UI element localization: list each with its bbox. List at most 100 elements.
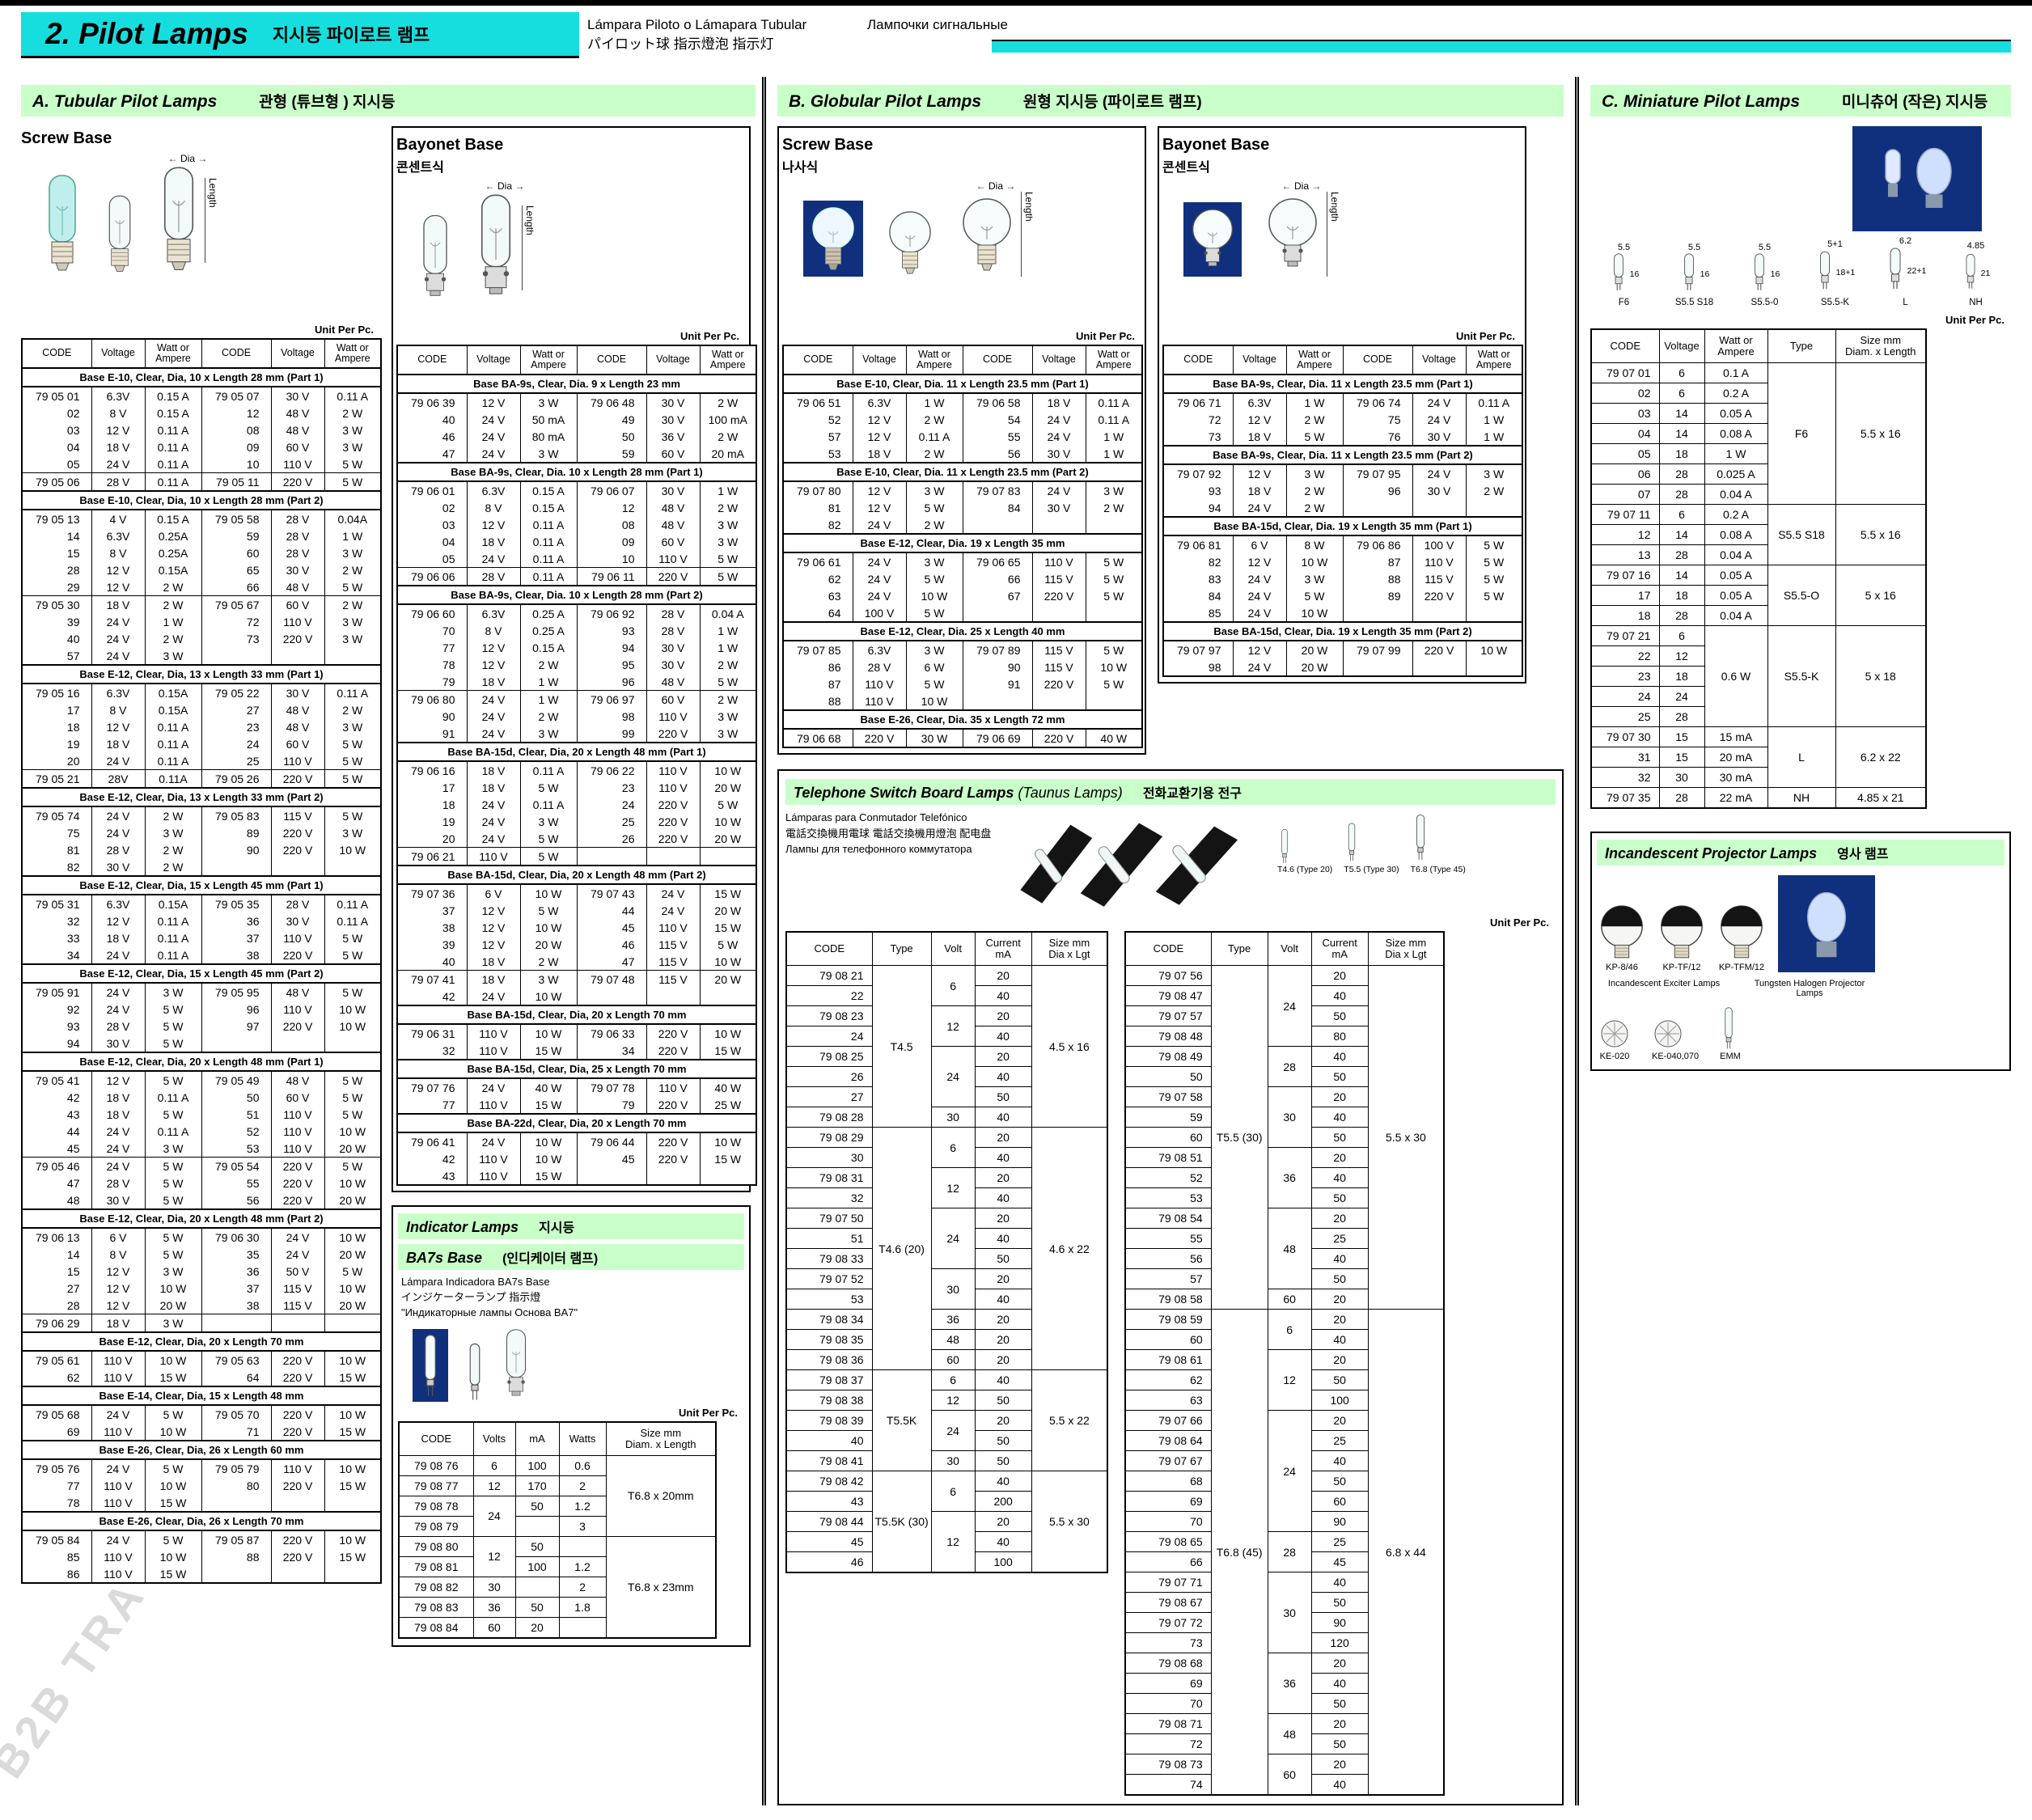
voltage-cell: 18 V <box>1031 392 1086 411</box>
table-row: Base BA-9s, Clear, Dia. 10 x Length 28 m… <box>397 462 756 482</box>
code-cell: 88 <box>828 694 841 708</box>
bayonet-base-label: Bayonet Base 콘센트식 <box>1162 136 1522 176</box>
current-cell: 20 <box>1310 1147 1369 1168</box>
voltage-cell: 14 <box>1658 565 1705 586</box>
watt-cell: 3 W <box>519 445 577 463</box>
length-label: Length <box>522 205 536 290</box>
dia-annotation: ← Dia → <box>485 180 525 192</box>
voltage-cell: 24 V <box>270 1246 324 1263</box>
watt-cell: 10 W <box>905 587 963 604</box>
current-cell: 40 <box>1310 1572 1369 1593</box>
t6-8-lamp-icon <box>1416 814 1425 861</box>
watt-cell: 0.15A <box>144 561 201 578</box>
code-cell: 79 05 49 <box>201 1070 271 1089</box>
voltage-cell: 24 V <box>466 445 520 463</box>
cell <box>558 1535 607 1557</box>
watt-cell: 1 W <box>699 622 756 639</box>
watt-cell: 20 W <box>699 779 756 796</box>
code-cell: 88 <box>201 1548 271 1565</box>
cell: 79 08 81 <box>398 1555 474 1577</box>
watt-cell: 5 W <box>699 550 756 568</box>
code-cell: 32 <box>1590 767 1660 788</box>
watt-cell: 2 W <box>519 953 577 971</box>
watt-cell: 1 W <box>519 673 577 691</box>
code-cell: 79 07 80 <box>783 480 853 499</box>
group-title: Base E-12, Clear, Dia, 13 x Length 33 mm… <box>22 787 381 807</box>
voltage-cell: 18 <box>1658 666 1705 687</box>
watt-cell: 3 W <box>699 725 756 743</box>
watt-cell <box>1465 499 1522 517</box>
current-cell: 20 <box>1310 1713 1369 1734</box>
watt-cell: 10 W <box>144 1280 201 1297</box>
volt-cell: 12 <box>930 1167 976 1208</box>
indicator-lamp-icon <box>425 1334 436 1396</box>
voltage-cell: 110 V <box>466 1023 520 1042</box>
code-cell: 82 <box>66 860 80 874</box>
code-cell: 79 07 56 <box>1124 965 1212 986</box>
code-cell: 91 <box>442 726 455 740</box>
watt-cell <box>1465 658 1522 676</box>
code-cell: 79 07 48 <box>576 970 646 988</box>
type-cell: L <box>1767 726 1836 788</box>
code-cell: 15 <box>66 546 80 560</box>
code-cell: 79 06 60 <box>397 603 467 622</box>
projector-lamp-photo-image <box>1782 879 1871 968</box>
voltage-cell: 8 V <box>466 622 520 639</box>
voltage-cell: 220 V <box>1031 728 1086 747</box>
voltage-cell: 36 V <box>646 428 700 445</box>
voltage-cell: 24 V <box>1232 658 1286 676</box>
voltage-cell: 12 V <box>466 936 520 953</box>
volt-cell: 60 <box>1267 1754 1312 1796</box>
voltage-cell <box>1031 692 1086 710</box>
watt-cell: 2 W <box>144 841 201 858</box>
code-cell: 12 <box>576 499 646 516</box>
group-title: Base BA-9s, Clear, Dia. 11 x Length 23.5… <box>1163 445 1522 465</box>
voltage-cell: 110 V <box>270 455 324 473</box>
watt-cell <box>324 858 381 876</box>
bayonet-globe-bulb-icon <box>1192 209 1233 267</box>
current-cell: 25 <box>1310 1228 1369 1249</box>
code-cell: 85 <box>1208 606 1221 620</box>
current-cell: 50 <box>1310 1733 1369 1754</box>
voltage-cell: 12 V <box>852 480 906 499</box>
volt-cell: 60 <box>930 1349 976 1370</box>
code-cell: 43 <box>442 1169 455 1183</box>
code-cell: 18 <box>442 798 455 811</box>
voltage-cell: 110 V <box>852 692 906 710</box>
table-row: Base BA-15d, Clear, Dia, 25 x Length 70 … <box>397 1059 756 1079</box>
voltage-cell: 24 V <box>466 830 520 848</box>
a-screw-illustration: Screw Base ← Dia → Length <box>21 126 380 322</box>
projector-captions: Incandescent Exciter Lamps Tungsten Halo… <box>1597 977 2004 1000</box>
column-header: CODE <box>1163 345 1233 375</box>
watt-cell: 10 W <box>699 1132 756 1150</box>
voltage-cell: 18 V <box>466 533 520 550</box>
group-title: Base BA-15d, Clear, Dia, 20 x Length 70 … <box>397 1005 756 1025</box>
current-cell: 40 <box>1310 1167 1369 1188</box>
watt-cell: 0.11 A <box>144 455 201 473</box>
watt-cell: 50 mA <box>519 411 577 428</box>
watt-cell: 0.11 A <box>144 438 201 455</box>
code-cell: 79 05 79 <box>201 1458 271 1477</box>
current-cell: 50 <box>1310 1127 1369 1148</box>
voltage-cell: 48 V <box>270 718 324 735</box>
